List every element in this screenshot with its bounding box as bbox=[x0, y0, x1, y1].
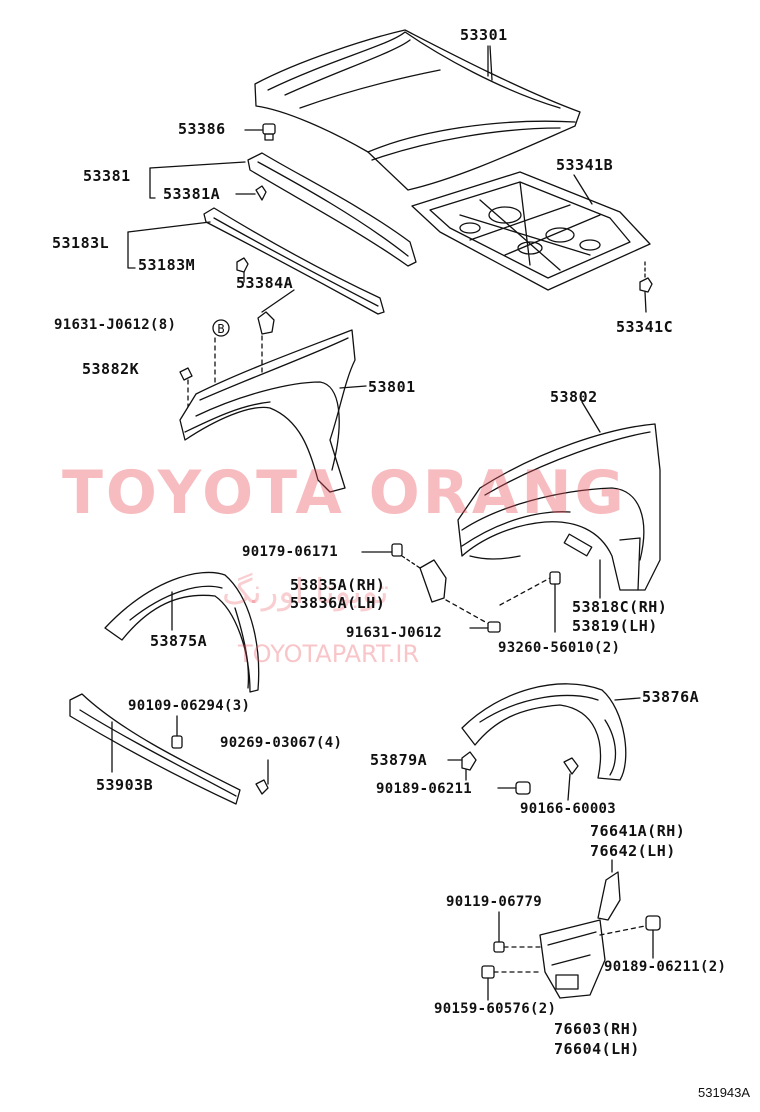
label-90109-06294: 90109-06294(3) bbox=[128, 698, 251, 714]
screw-90119-06779 bbox=[493, 911, 541, 953]
screw-90166-60003 bbox=[563, 757, 579, 801]
label-53384a: 53384A bbox=[236, 274, 294, 292]
label-53381a: 53381A bbox=[163, 185, 221, 203]
clip-90269-03067 bbox=[255, 759, 269, 795]
clip-53879a bbox=[447, 751, 477, 781]
label-53903b: 53903B bbox=[96, 776, 154, 794]
label-53835a: 53835A(RH) bbox=[290, 576, 386, 594]
seal-53183l bbox=[127, 207, 385, 315]
label-53882k: 53882K bbox=[82, 360, 140, 378]
label-53818c: 53818C(RH) bbox=[572, 598, 668, 616]
label-93260-56010: 93260-56010(2) bbox=[498, 640, 621, 656]
clip-53381a bbox=[235, 185, 267, 201]
label-53876a: 53876A bbox=[642, 688, 700, 706]
fender-53801 bbox=[179, 329, 367, 493]
nut-90189-06211 bbox=[497, 781, 531, 795]
leader-53384a bbox=[261, 289, 295, 313]
marker-b-letter: B bbox=[217, 322, 224, 336]
watermark-site: TOYOTAPART.IR bbox=[238, 640, 420, 668]
label-90159-60576: 90159-60576(2) bbox=[434, 1001, 557, 1017]
label-53836a: 53836A(LH) bbox=[290, 594, 386, 612]
label-53341b: 53341B bbox=[556, 156, 614, 174]
label-90269-03067: 90269-03067(4) bbox=[220, 735, 343, 751]
label-53801: 53801 bbox=[368, 378, 416, 396]
bolt-91631-j0612 bbox=[469, 621, 501, 633]
fender-53802 bbox=[457, 401, 661, 591]
mudguard-76603 bbox=[539, 919, 651, 999]
bolt-90109-06294 bbox=[171, 715, 183, 749]
bolt-93260-56010 bbox=[499, 571, 561, 633]
bolt-90179-06171 bbox=[361, 543, 497, 629]
plate-53882k bbox=[179, 367, 193, 417]
label-53301: 53301 bbox=[460, 26, 508, 44]
figure-reference: 531943A bbox=[698, 1085, 751, 1100]
label-90189-06211: 90189-06211 bbox=[376, 781, 473, 797]
nut-90189-06211-2 bbox=[645, 915, 661, 959]
label-76604: 76604(LH) bbox=[554, 1040, 640, 1058]
clip-53183m bbox=[236, 257, 249, 283]
hood-cushion-53386 bbox=[244, 123, 276, 141]
bracket-53903b bbox=[69, 693, 241, 805]
label-90179-06171: 90179-06171 bbox=[242, 544, 339, 560]
label-53381: 53381 bbox=[83, 167, 131, 185]
hood-insulator-53341b bbox=[411, 171, 651, 291]
label-53819: 53819(LH) bbox=[572, 617, 658, 635]
bracket-76641a bbox=[597, 859, 621, 921]
hood-53301 bbox=[254, 29, 581, 191]
label-53341c: 53341C bbox=[616, 318, 674, 336]
liner-53876a bbox=[461, 683, 641, 781]
watermark-persian: تویوتا اورنگ bbox=[222, 572, 389, 612]
label-90166-60003: 90166-60003 bbox=[520, 801, 617, 817]
label-53875a: 53875A bbox=[150, 632, 208, 650]
label-76603: 76603(RH) bbox=[554, 1020, 640, 1038]
label-91631-j0612: 91631-J0612 bbox=[346, 625, 443, 641]
bolt-90159-60576 bbox=[481, 965, 541, 1001]
liner-53875a bbox=[104, 571, 260, 693]
label-53183m: 53183M bbox=[138, 256, 196, 274]
marker-b: B bbox=[212, 319, 230, 393]
label-76642: 76642(LH) bbox=[590, 842, 676, 860]
watermark-brand: TOYOTA ORANG bbox=[62, 458, 627, 528]
label-90119-06779: 90119-06779 bbox=[446, 894, 543, 910]
label-76641a: 76641A(RH) bbox=[590, 822, 686, 840]
hood-seal-53381 bbox=[149, 152, 417, 267]
label-90189-06211-2: 90189-06211(2) bbox=[604, 959, 727, 975]
clip-53341c bbox=[639, 261, 653, 313]
label-53183l: 53183L bbox=[52, 234, 110, 252]
label-53879a: 53879A bbox=[370, 751, 428, 769]
label-91631-j0612-8: 91631-J0612(8) bbox=[54, 317, 177, 333]
label-53802: 53802 bbox=[550, 388, 598, 406]
bracket-53384a bbox=[257, 311, 275, 335]
label-53386: 53386 bbox=[178, 120, 226, 138]
